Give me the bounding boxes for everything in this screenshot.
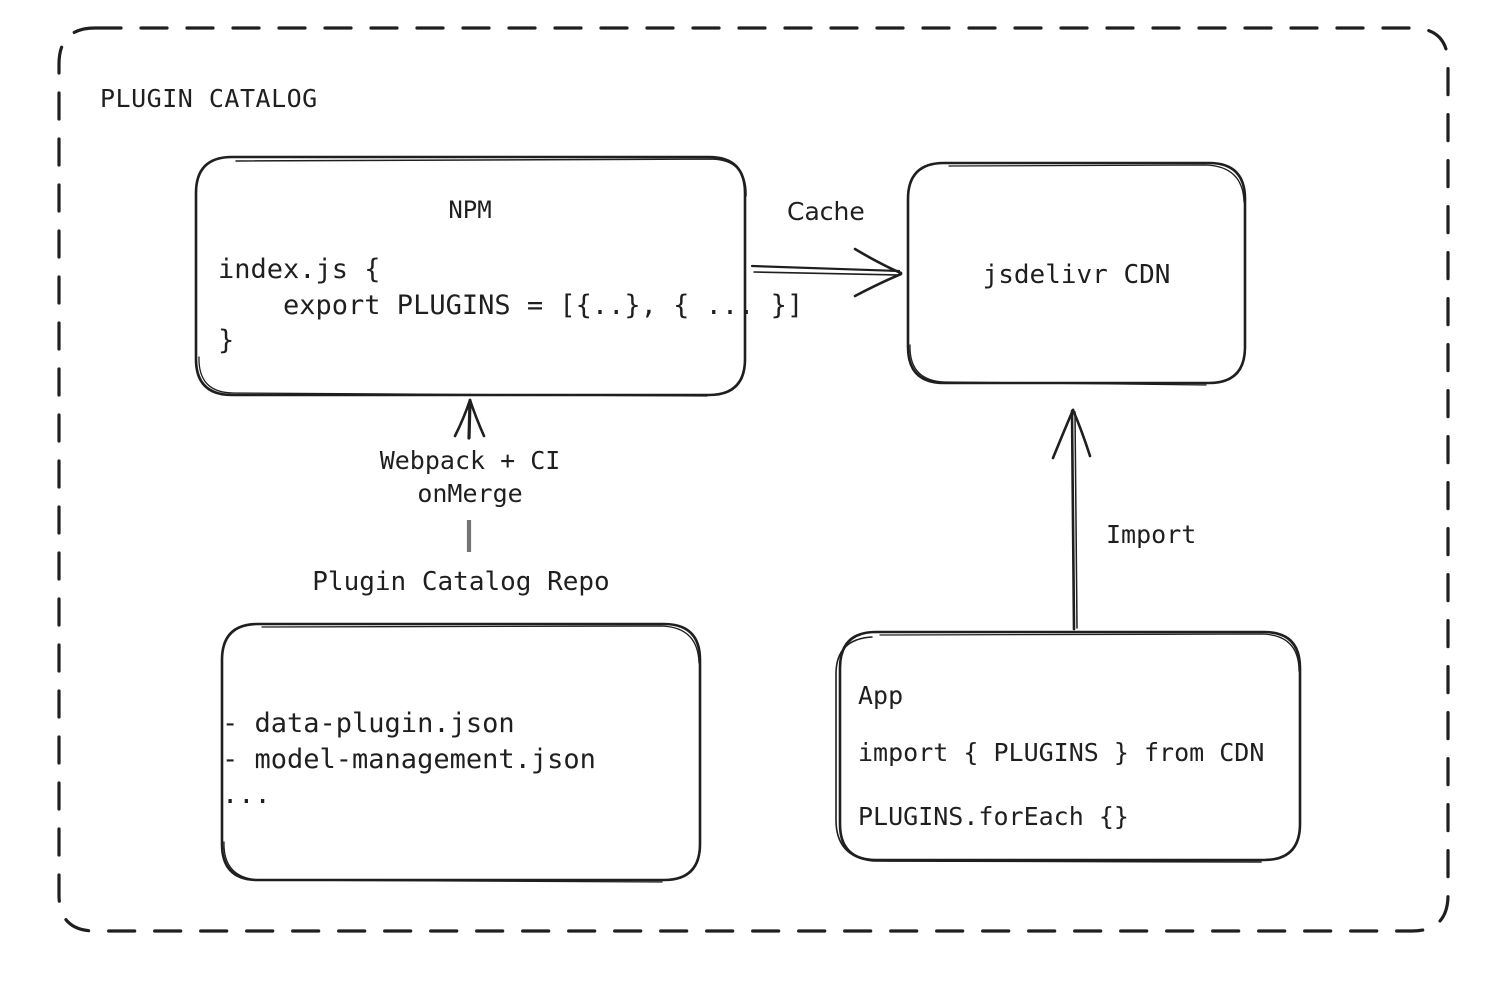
app-node-title: App bbox=[858, 681, 904, 710]
npm-node-title: NPM bbox=[448, 196, 492, 224]
import-edge-label: Import bbox=[1106, 520, 1197, 549]
repo-list-item-3: ... bbox=[222, 779, 271, 811]
repo-node-list: - data-plugin.json - model-management.js… bbox=[222, 706, 596, 813]
repo-list-item-1: - data-plugin.json bbox=[222, 708, 515, 739]
build-edge-label: Webpack + CI onMerge bbox=[242, 444, 698, 510]
build-edge-label-line-2: onMerge bbox=[417, 479, 523, 508]
npm-code-line-2: export PLUGINS = [{..}, { ... }] bbox=[218, 289, 804, 321]
npm-code-line-3: } bbox=[218, 325, 235, 357]
cache-edge-label: Cache bbox=[787, 197, 865, 226]
app-code-line-2: PLUGINS.forEach {} bbox=[858, 802, 1129, 831]
repo-node-caption: Plugin Catalog Repo bbox=[312, 567, 610, 597]
cdn-node-title: jsdelivr CDN bbox=[982, 260, 1171, 290]
build-edge-label-line-1: Webpack + CI bbox=[379, 446, 561, 475]
import-edge-arrow bbox=[1051, 408, 1092, 631]
npm-code-line-1: index.js { bbox=[218, 254, 381, 285]
app-code-line-1: import { PLUGINS } from CDN bbox=[858, 738, 1265, 767]
repo-list-item-2: - model-management.json bbox=[222, 743, 596, 775]
npm-node-code: index.js { export PLUGINS = [{..}, { ...… bbox=[218, 252, 803, 359]
page-title: PLUGIN CATALOG bbox=[100, 84, 318, 113]
